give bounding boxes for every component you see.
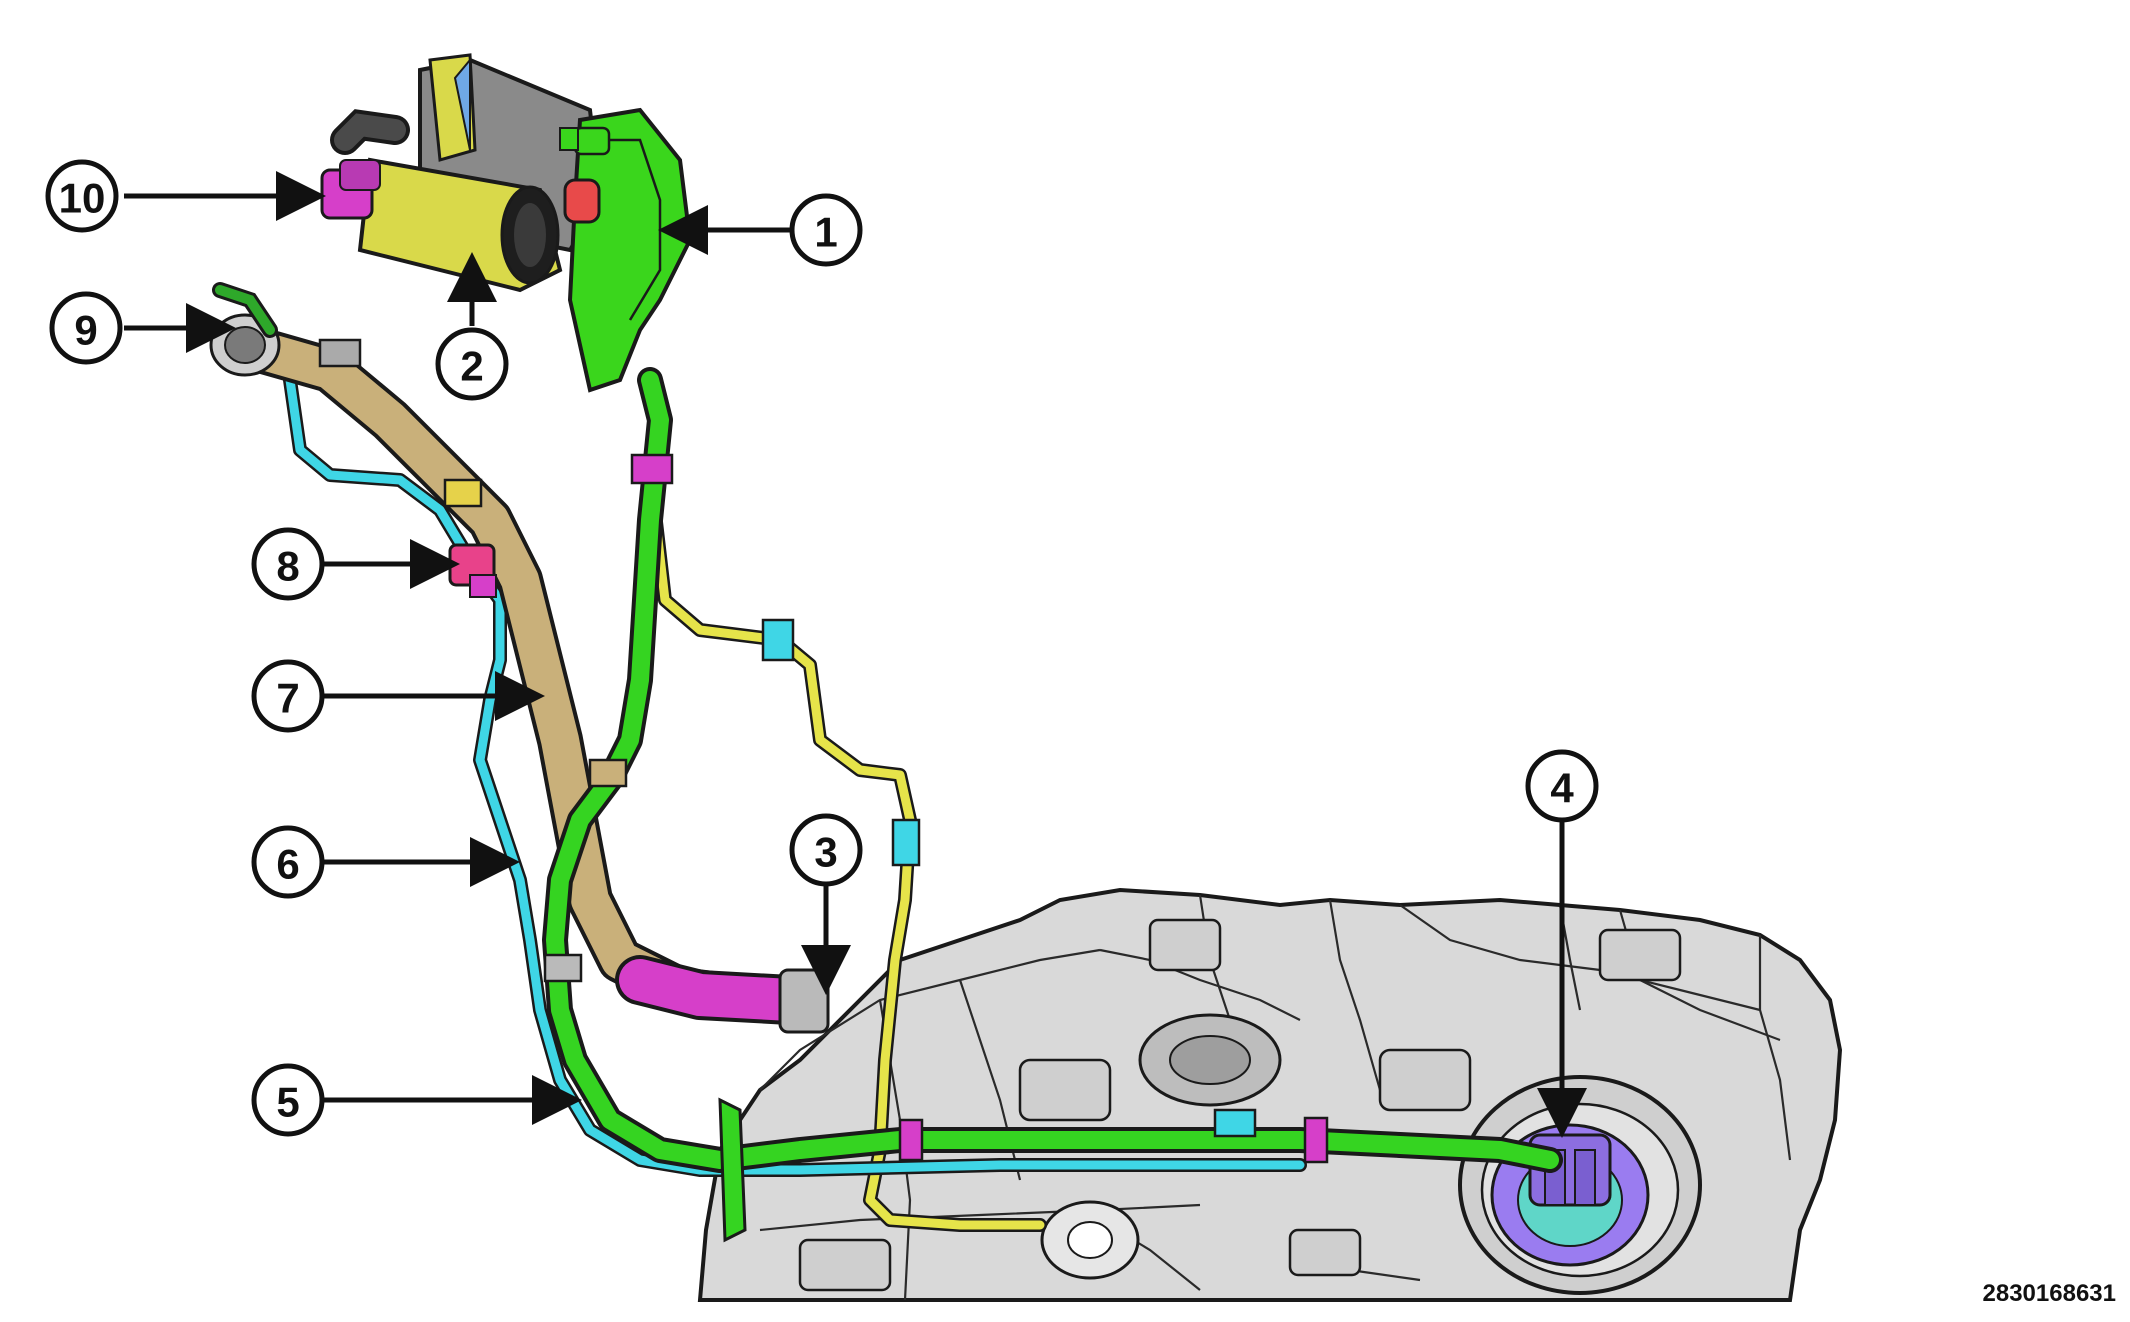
callout-10-label: 10: [59, 175, 106, 222]
figure-id: 2830168631: [1982, 1280, 2116, 1307]
callout-6-label: 6: [276, 841, 299, 888]
leader-lines: [124, 171, 1587, 1138]
callout-5: 5: [251, 1063, 325, 1137]
callout-7-label: 7: [276, 675, 299, 722]
callout-3-label: 3: [814, 829, 837, 876]
callout-2-label: 2: [460, 343, 483, 390]
callout-2: 2: [435, 327, 509, 401]
callout-1-label: 1: [814, 209, 837, 256]
callout-8-label: 8: [276, 543, 299, 590]
fuel-tank: [697, 887, 1843, 1302]
callout-4: 4: [1525, 749, 1599, 823]
callout-4-label: 4: [1550, 765, 1574, 812]
callout-3: 3: [789, 813, 863, 887]
callout-5-label: 5: [276, 1079, 299, 1126]
cyan-line: [283, 373, 1307, 1177]
callout-6: 6: [251, 825, 325, 899]
callout-7: 7: [251, 659, 325, 733]
callout-10: 10: [45, 159, 119, 233]
callout-8: 8: [251, 527, 325, 601]
evap-canister: [320, 53, 693, 393]
vapor-line: [643, 463, 1047, 1232]
callout-9-label: 9: [74, 307, 97, 354]
filler-tube: [209, 282, 830, 1034]
callouts: 1 2 3 4 5 6 7 8: [45, 159, 1599, 1137]
callout-9: 9: [49, 291, 123, 365]
green-hose: [542, 367, 1563, 1243]
callout-1: 1: [789, 193, 863, 267]
